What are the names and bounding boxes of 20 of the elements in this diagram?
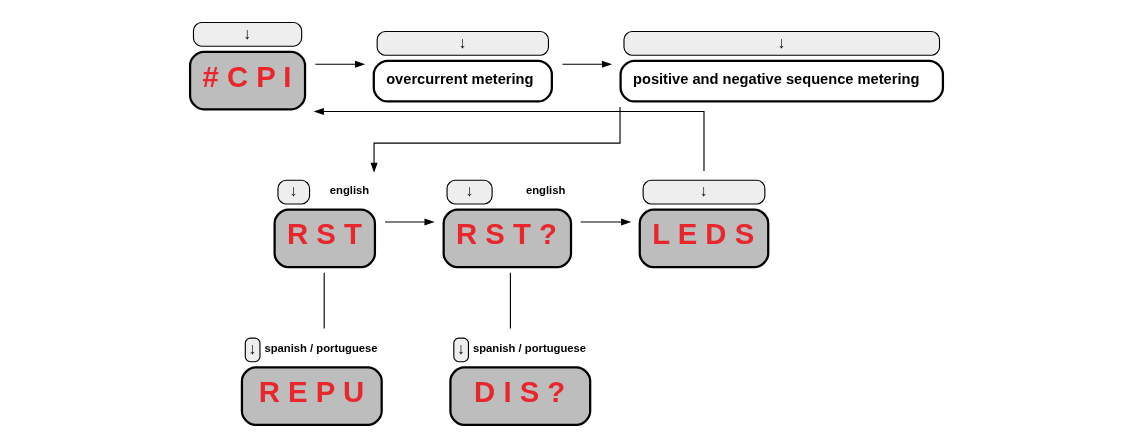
- connector: [323, 271, 325, 329]
- arrow: [561, 60, 613, 68]
- arrow: [370, 105, 621, 173]
- node-label: ↓: [458, 33, 467, 51]
- node-label: spanish / portuguese: [472, 341, 587, 354]
- node-label: spanish / portuguese: [264, 341, 378, 354]
- node-label: ↓: [457, 339, 466, 357]
- node-label: english: [525, 183, 566, 196]
- arrow: [384, 217, 435, 226]
- node-label: ↓: [465, 181, 474, 199]
- node-label: english: [329, 183, 370, 196]
- node-label: ↓: [243, 24, 252, 42]
- node-label: ↓: [777, 33, 786, 51]
- arrow: [314, 60, 366, 68]
- node-label: ↓: [700, 181, 708, 199]
- arrow: [580, 217, 632, 226]
- connector: [509, 271, 511, 329]
- node-label: ↓: [248, 339, 257, 357]
- node-label: ↓: [289, 181, 298, 199]
- arrow: [313, 107, 705, 172]
